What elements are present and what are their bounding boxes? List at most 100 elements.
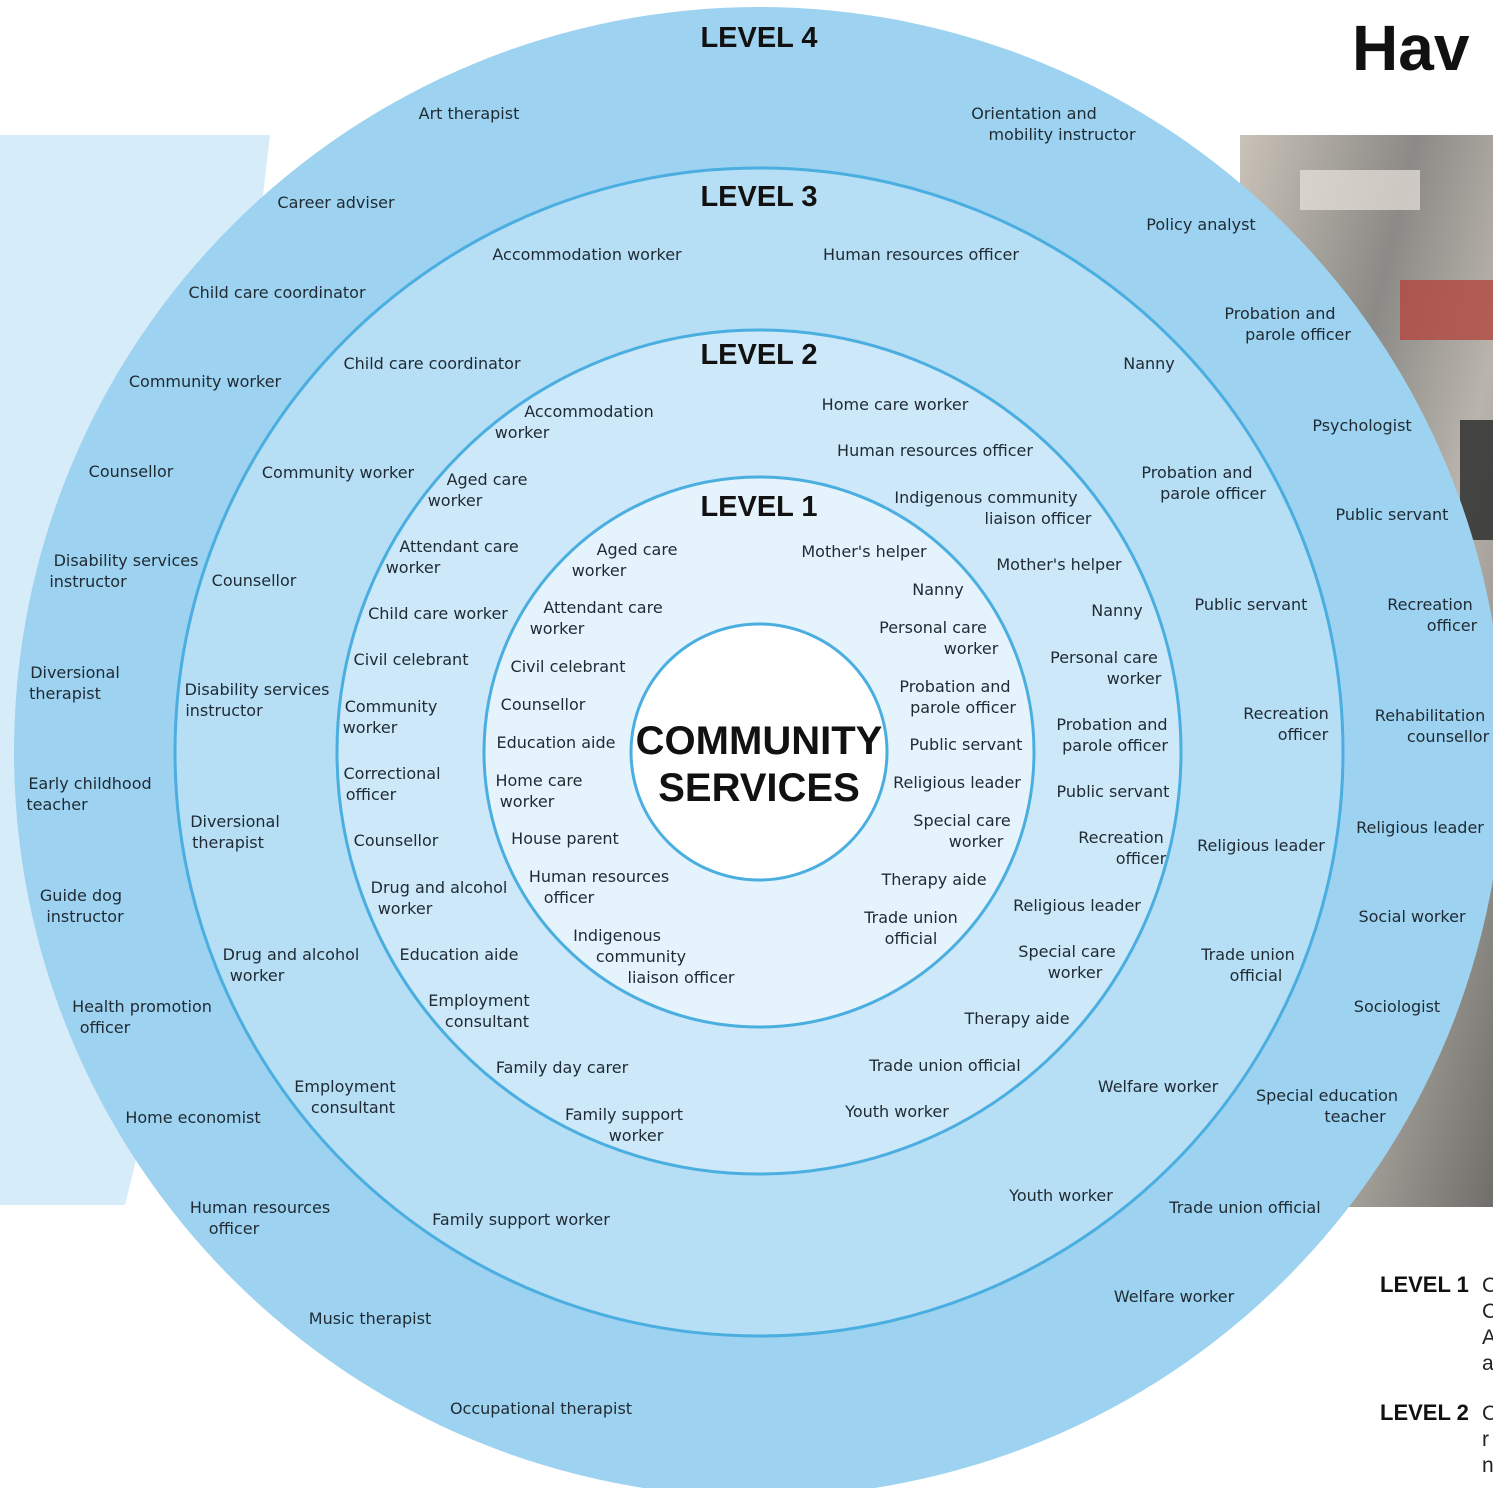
occupation-label-line: Youth worker bbox=[1008, 1186, 1113, 1205]
occupation-label-line: counsellor bbox=[1407, 727, 1490, 746]
occupation-label-line: Diversional bbox=[30, 663, 120, 682]
occupation-label-level1: Counsellor bbox=[501, 695, 586, 714]
occupation-label-line: Education aide bbox=[497, 733, 616, 752]
occupation-label-line: officer bbox=[1278, 725, 1329, 744]
legend-level-1-line: C bbox=[1482, 1274, 1493, 1297]
occupation-label-line: Early childhood bbox=[28, 774, 151, 793]
occupation-label-level4: Counsellor bbox=[89, 462, 174, 481]
occupation-label-line: Child care coordinator bbox=[188, 283, 365, 302]
occupation-label-line: Home care bbox=[495, 771, 582, 790]
occupation-label-line: liaison officer bbox=[985, 509, 1092, 528]
occupation-label-line: Special care bbox=[1018, 942, 1115, 961]
occupation-label-line: Psychologist bbox=[1312, 416, 1411, 435]
occupation-label-level1: Therapy aide bbox=[880, 870, 986, 889]
occupation-label-line: worker bbox=[378, 899, 433, 918]
occupation-label-line: Accommodation bbox=[524, 402, 654, 421]
occupation-label-level4: Rehabilitation counsellor bbox=[1375, 706, 1490, 746]
occupation-label-line: Religious leader bbox=[1197, 836, 1325, 855]
occupation-label-line: Community worker bbox=[262, 463, 415, 482]
occupation-label-line: worker bbox=[1107, 669, 1162, 688]
occupation-label-line: Home care worker bbox=[822, 395, 969, 414]
legend: LEVEL 1 C C A a LEVEL 2 C r n bbox=[1380, 1272, 1493, 1477]
occupation-label-line: Child care coordinator bbox=[343, 354, 520, 373]
occupation-label-level3: Public servant bbox=[1195, 595, 1308, 614]
occupation-label-line: Therapy aide bbox=[880, 870, 986, 889]
occupation-label-level3: Religious leader bbox=[1197, 836, 1325, 855]
occupation-label-level1: Nanny bbox=[912, 580, 964, 599]
occupation-label-line: Recreation bbox=[1387, 595, 1473, 614]
occupation-label-line: worker bbox=[500, 792, 555, 811]
occupation-label-line: Community worker bbox=[129, 372, 282, 391]
occupation-label-line: officer bbox=[544, 888, 595, 907]
occupation-label-line: worker bbox=[572, 561, 627, 580]
occupation-label-level2: Education aide bbox=[400, 945, 519, 964]
occupation-label-line: community bbox=[596, 947, 686, 966]
page-heading: Hav bbox=[1352, 12, 1470, 84]
occupation-label-line: teacher bbox=[1324, 1107, 1386, 1126]
occupation-label-level3: Community worker bbox=[262, 463, 415, 482]
occupation-label-level1: House parent bbox=[511, 829, 619, 848]
occupation-label-line: Family support worker bbox=[432, 1210, 610, 1229]
occupation-label-line: worker bbox=[609, 1126, 664, 1145]
occupation-label-line: Music therapist bbox=[309, 1309, 431, 1328]
occupation-label-line: Trade union official bbox=[1168, 1198, 1320, 1217]
occupation-label-line: Public servant bbox=[1195, 595, 1308, 614]
center-title-line-1: COMMUNITY bbox=[636, 719, 883, 763]
occupation-label-level1: Public servant bbox=[910, 735, 1023, 754]
occupation-label-level4: Community worker bbox=[129, 372, 282, 391]
occupation-label-line: Employment bbox=[428, 991, 529, 1010]
occupation-label-line: Education aide bbox=[400, 945, 519, 964]
occupation-label-line: official bbox=[885, 929, 938, 948]
occupation-label-level4: Child care coordinator bbox=[188, 283, 365, 302]
occupation-label-line: Youth worker bbox=[844, 1102, 949, 1121]
occupation-label-line: Indigenous community bbox=[894, 488, 1077, 507]
occupation-label-line: worker bbox=[495, 423, 550, 442]
occupation-label-line: consultant bbox=[445, 1012, 529, 1031]
occupation-label-line: Human resources officer bbox=[837, 441, 1033, 460]
occupation-label-line: Rehabilitation bbox=[1375, 706, 1485, 725]
legend-level-2: LEVEL 2 bbox=[1380, 1400, 1469, 1425]
occupation-label-level2: Counsellor bbox=[354, 831, 439, 850]
legend-level-2-line: n bbox=[1482, 1454, 1493, 1477]
occupation-label-line: worker bbox=[343, 718, 398, 737]
occupation-label-line: Disability services bbox=[185, 680, 330, 699]
occupation-label-level2: Human resources officer bbox=[837, 441, 1033, 460]
occupation-label-line: Counsellor bbox=[212, 571, 297, 590]
legend-level-1-line: a bbox=[1482, 1352, 1493, 1375]
occupation-label-line: Human resources officer bbox=[823, 245, 1019, 264]
occupation-label-line: Career adviser bbox=[277, 193, 395, 212]
occupation-label-line: Policy analyst bbox=[1146, 215, 1255, 234]
occupation-label-line: Probation and bbox=[1224, 304, 1335, 323]
occupation-label-level4: Welfare worker bbox=[1114, 1287, 1235, 1306]
occupation-label-level3: Human resources officer bbox=[823, 245, 1019, 264]
occupation-label-level4: Occupational therapist bbox=[450, 1399, 632, 1418]
occupation-label-line: parole officer bbox=[1062, 736, 1168, 755]
occupation-label-line: officer bbox=[209, 1219, 260, 1238]
occupation-label-level2: Family day carer bbox=[496, 1058, 629, 1077]
occupation-label-level4: Psychologist bbox=[1312, 416, 1411, 435]
legend-level-2-line: C bbox=[1482, 1402, 1493, 1425]
occupation-label-line: Nanny bbox=[912, 580, 964, 599]
occupation-label-line: official bbox=[1230, 966, 1283, 985]
legend-level-1: LEVEL 1 bbox=[1380, 1272, 1469, 1297]
occupation-label-level2: Employment consultant bbox=[428, 991, 529, 1031]
occupation-label-line: Disability services bbox=[54, 551, 199, 570]
